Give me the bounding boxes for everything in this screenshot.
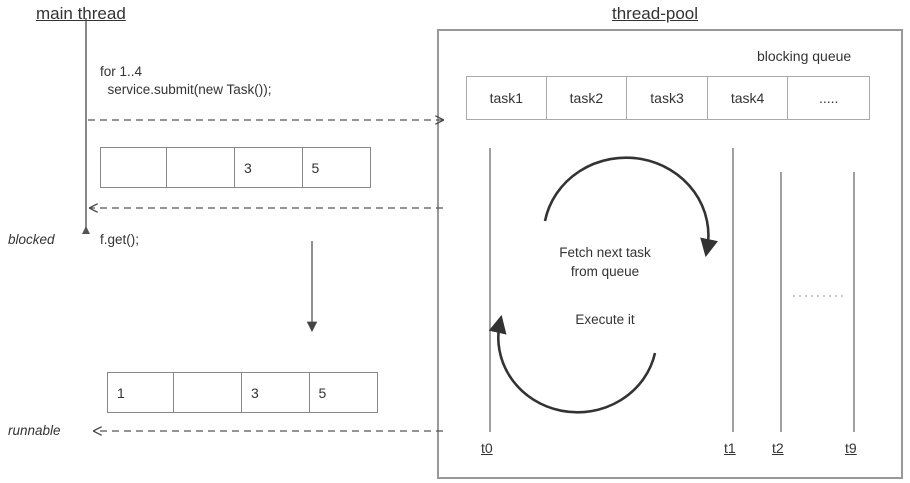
array-cell: 3	[242, 373, 310, 412]
future-array-bottom: 1 3 5	[107, 372, 378, 413]
queue-cell: .....	[818, 90, 839, 106]
state-blocked-label: blocked	[8, 232, 55, 247]
loop-arrow-bottom	[488, 314, 657, 414]
future-get-label: f.get();	[100, 232, 140, 247]
timeline-label-t2: t2	[772, 440, 784, 456]
array-cell: 1	[108, 373, 174, 412]
loop-fetch-text: Fetch next task from queue	[520, 243, 690, 281]
array-cell: 5	[318, 384, 327, 401]
timeline-label-t9: t9	[845, 440, 857, 456]
timeline-label-t1: t1	[724, 440, 736, 456]
array-cell: 5	[311, 159, 320, 176]
blocking-queue-caption: blocking queue	[757, 48, 852, 64]
thread-pool-title: thread-pool	[612, 4, 699, 23]
state-runnable-label: runnable	[8, 423, 61, 438]
queue-cell: task2	[547, 77, 628, 119]
loop-arrow-top	[543, 156, 719, 258]
loop-line-1: Fetch next task	[559, 245, 651, 260]
timeline-label-t0: t0	[481, 440, 493, 456]
array-cell	[174, 373, 242, 412]
loop-line-2: from queue	[570, 264, 640, 279]
future-array-top: 3 5	[100, 147, 371, 188]
array-cell	[167, 148, 235, 187]
array-cell	[101, 148, 167, 187]
main-thread-title: main thread	[36, 4, 126, 23]
queue-cell: task1	[467, 77, 547, 119]
blocking-queue: task1 task2 task3 task4 .....	[466, 76, 870, 120]
main-thread-lifeline-arrowhead	[82, 226, 90, 234]
array-cell: 3	[235, 148, 303, 187]
queue-cell: task4	[708, 77, 789, 119]
submit-code-line-1: for 1..4	[100, 64, 143, 79]
submit-code-line-2: service.submit(new Task());	[100, 82, 272, 97]
loop-execute-text: Execute it	[575, 312, 635, 327]
queue-cell: task3	[627, 77, 708, 119]
